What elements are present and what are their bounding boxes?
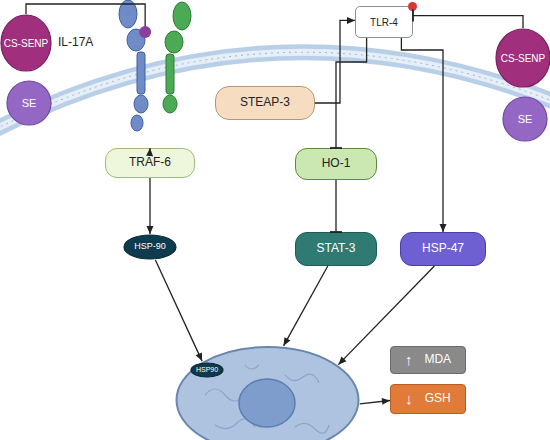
- arrow-head: [440, 224, 447, 232]
- protein-box: HO-1: [295, 148, 377, 180]
- connector-line: [360, 401, 390, 404]
- il17-receptor: IL-17A: [110, 32, 205, 150]
- node-label: HO-1: [322, 157, 351, 170]
- node-label: ↓: [405, 391, 413, 408]
- connector-line: [149, 148, 150, 150]
- node-label: IL-17A: [58, 36, 93, 49]
- connector-line: [26, 4, 145, 32]
- node-label: SE: [22, 97, 37, 109]
- connector: [413, 10, 523, 28]
- nuclear-protein: HSP90: [190, 362, 224, 378]
- arrow-head: [382, 398, 390, 405]
- nucleus: HSP90: [175, 345, 360, 440]
- il17-receptor-outline: [110, 32, 205, 150]
- connector-line: [335, 180, 336, 232]
- protein-box: TRAF-6: [105, 148, 195, 178]
- protein-ellipse: HSP-90: [123, 234, 177, 260]
- arrow-head: [146, 148, 153, 156]
- node-label: SE: [518, 113, 533, 125]
- node-label: STEAP-3: [240, 96, 290, 109]
- protein-box: HSP-47: [400, 232, 486, 266]
- arrow-head: [284, 337, 291, 346]
- marker-box: ↓ GSH: [390, 384, 466, 414]
- arrow-head: [196, 352, 203, 361]
- node-label: HSP90: [196, 366, 218, 374]
- arrow-head: [338, 356, 346, 364]
- node-label: ↑: [405, 352, 413, 369]
- connector: [360, 398, 390, 405]
- ligand-dot: [408, 2, 417, 11]
- node-label: MDA: [424, 353, 451, 366]
- node-label: TRAF-6: [129, 156, 171, 169]
- connector: [147, 178, 154, 234]
- connector: [330, 38, 367, 148]
- inhibition-bar: [412, 10, 414, 22]
- node-label: STAT-3: [317, 242, 356, 255]
- node-label: CS-SENP: [4, 38, 48, 49]
- node-label: TLR-4: [370, 17, 398, 28]
- arrow-head: [147, 226, 154, 234]
- nanoparticle-circle: CS-SENP: [495, 28, 550, 88]
- nanoparticle-circle: CS-SENP: [0, 14, 52, 72]
- node-label: GSH: [425, 392, 451, 405]
- selenium-circle: SE: [502, 96, 548, 142]
- connector: [338, 266, 434, 365]
- node-label: HSP-90: [134, 242, 166, 252]
- protein-box: STAT-3: [295, 232, 377, 266]
- arrow-head: [347, 17, 355, 24]
- connector-line: [401, 38, 443, 232]
- connector-line: [155, 260, 202, 361]
- connector-line: [338, 266, 434, 365]
- connector: [401, 38, 446, 232]
- node-label: CS-SENP: [501, 53, 545, 64]
- connector-line: [149, 178, 150, 234]
- marker-box: ↑ MDA: [390, 346, 466, 374]
- connector-line: [413, 16, 523, 28]
- connector-line: [336, 38, 367, 148]
- connector: [146, 148, 153, 156]
- nucleus-outline: [175, 345, 360, 440]
- connector: [155, 260, 202, 361]
- connector: [315, 17, 355, 103]
- connector-line: [284, 266, 328, 346]
- node-label: HSP-47: [422, 242, 464, 255]
- ligand-dot: [139, 26, 151, 38]
- receptor-box: TLR-4: [355, 6, 413, 38]
- inhibition-bar: [330, 231, 342, 233]
- connector: [284, 266, 328, 346]
- protein-box: STEAP-3: [215, 86, 315, 120]
- inhibition-bar: [330, 147, 342, 149]
- connector: [330, 180, 342, 232]
- connector: [26, 4, 151, 38]
- connector-line: [315, 20, 355, 103]
- selenium-circle: SE: [6, 80, 52, 126]
